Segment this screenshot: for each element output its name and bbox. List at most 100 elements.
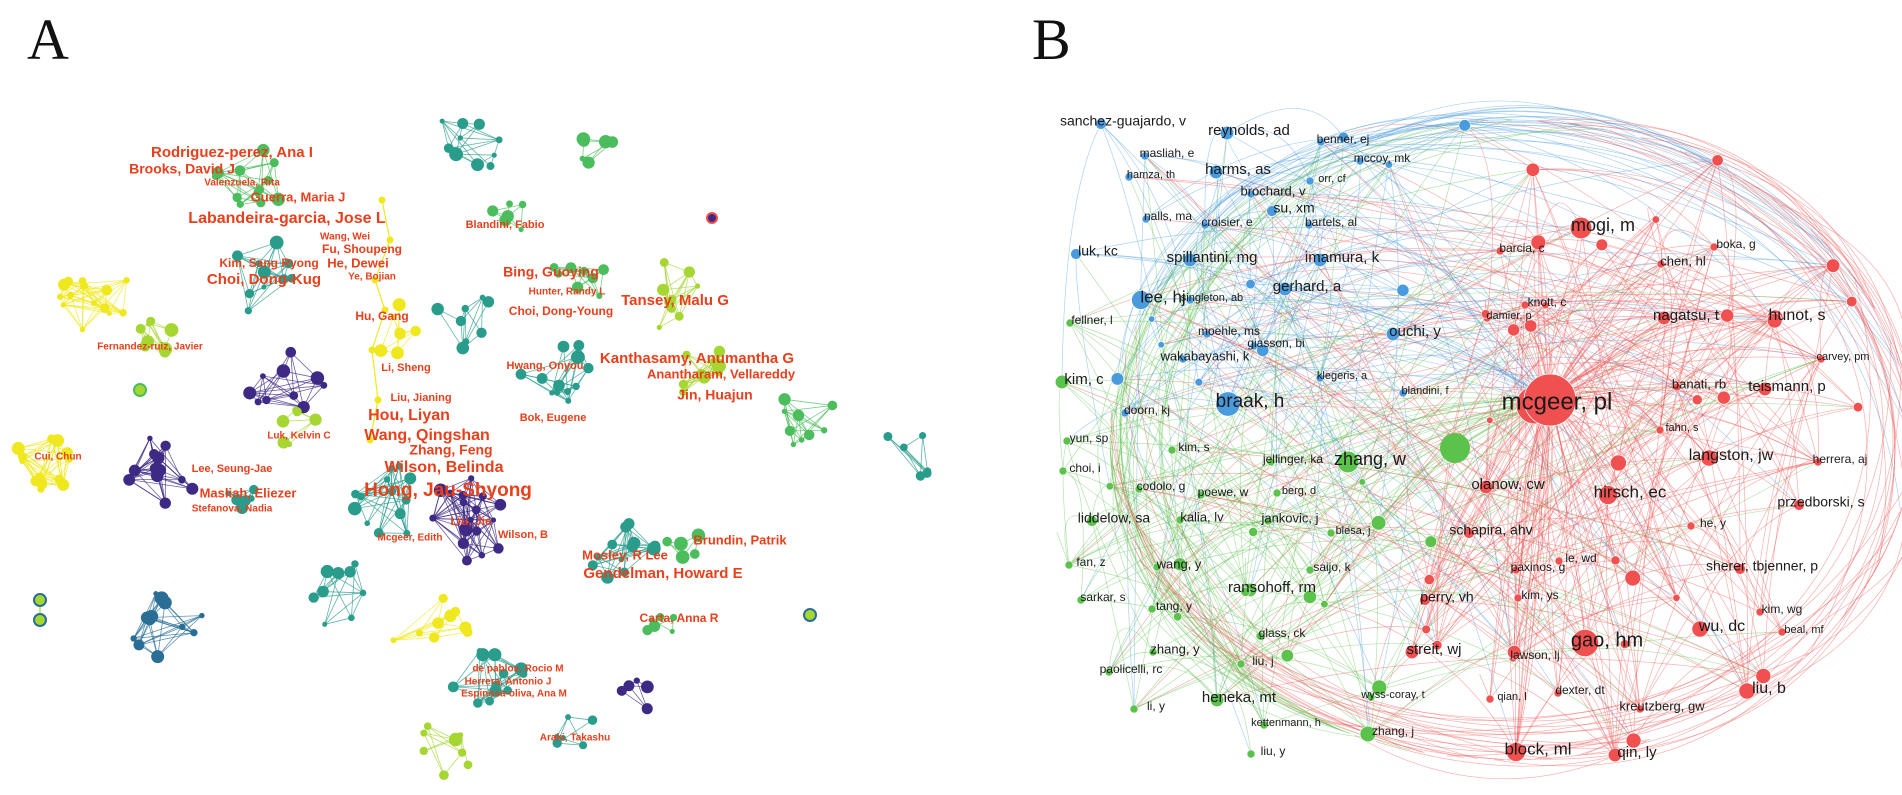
network-a-node	[371, 276, 379, 284]
network-b-edge	[1319, 160, 1361, 379]
network-a-node	[439, 770, 449, 781]
network-a-node	[659, 258, 669, 267]
network-b-edge	[1179, 564, 1265, 726]
network-b-label: fahn, s	[1665, 422, 1699, 434]
network-b-edge	[1062, 470, 1261, 637]
network-b-edge	[1558, 541, 1741, 570]
network-b-edge	[1425, 603, 1438, 646]
network-b-edge	[1249, 290, 1404, 591]
network-b-edge	[1256, 657, 1804, 747]
network-b-node	[1148, 647, 1158, 657]
network-a-node	[459, 498, 468, 507]
network-b-edge	[1108, 164, 1390, 673]
network-b-edge	[1138, 399, 1551, 490]
network-a-edge	[248, 263, 289, 312]
network-a-label: Choi, Dong-Kug	[207, 271, 321, 288]
network-b-edge	[1436, 313, 1486, 646]
network-b-edge	[1424, 388, 1766, 601]
network-b-edge	[1774, 320, 1819, 463]
network-a-node	[33, 613, 47, 627]
network-b-edge	[1284, 252, 1834, 290]
network-b-edge	[1132, 136, 1384, 571]
network-a-nodes	[11, 117, 932, 781]
network-b-edge	[1253, 336, 1551, 401]
network-a-node	[351, 489, 360, 499]
network-a-edge	[57, 440, 60, 480]
network-b-edge	[1679, 149, 1868, 652]
network-a-node	[471, 158, 485, 172]
network-a-node	[179, 623, 186, 631]
network-b-edge	[1240, 399, 1551, 665]
network-b-label: liu, j	[1252, 654, 1273, 668]
network-b-edge	[1061, 381, 1269, 522]
network-b-edge	[1068, 564, 1380, 688]
network-b-edge	[1276, 304, 1546, 494]
network-b-edge	[1320, 141, 1609, 496]
network-b-edge	[1601, 244, 1783, 633]
network-b-edge	[1144, 155, 1332, 534]
network-b-edge	[1319, 259, 1430, 580]
network-b-node	[1315, 373, 1325, 383]
network-b-edge	[1655, 219, 1665, 431]
network-b-edge	[1120, 119, 1512, 514]
network-b-edge	[1204, 172, 1311, 226]
network-b-edge	[1549, 160, 1718, 401]
network-b-edge	[1146, 573, 1362, 738]
network-a-edge	[63, 279, 127, 306]
network-b-edge	[1203, 224, 1246, 592]
network-b-node	[1266, 205, 1278, 217]
network-b-edge	[1424, 599, 1764, 677]
network-b-node	[1624, 569, 1641, 587]
network-b-edge	[1152, 494, 1202, 653]
network-a-edge	[678, 271, 690, 317]
network-a-node	[278, 274, 289, 284]
network-b-edge	[1370, 525, 1692, 735]
network-b-edge	[1308, 224, 1634, 579]
network-a-node	[37, 485, 45, 493]
network-b-edge	[1659, 429, 1764, 677]
network-a-edge	[466, 519, 494, 561]
network-b-edge	[1524, 304, 1819, 463]
network-b-edge	[1262, 349, 1764, 677]
network-b-edge	[1513, 329, 1527, 599]
network-b-node	[1140, 151, 1150, 161]
network-b-edge	[1109, 450, 1352, 734]
network-b-edge	[1606, 494, 1616, 756]
network-b-label: liu, b	[1752, 680, 1786, 697]
network-a-node	[553, 379, 565, 392]
network-b-edge	[1276, 492, 1633, 579]
network-a-node	[236, 200, 244, 208]
network-b-edge	[1171, 242, 1539, 451]
network-a-node	[58, 278, 71, 291]
network-b-edge	[1515, 317, 1665, 571]
network-b-edge	[1284, 266, 1404, 291]
network-a-node	[285, 346, 297, 358]
network-a-node	[594, 553, 602, 561]
network-b-edge	[1284, 288, 1692, 527]
network-b-node	[1421, 624, 1431, 635]
network-a-edge	[83, 285, 124, 314]
network-b-edge	[1424, 265, 1834, 601]
network-b-node	[1793, 499, 1805, 511]
network-b-node	[1259, 720, 1269, 730]
network-b-edge	[1124, 352, 1478, 760]
network-b-label: zhang, w	[1334, 449, 1407, 469]
network-a-node	[394, 327, 406, 340]
network-b-label: masliah, e	[1140, 146, 1195, 160]
network-b-node	[1240, 586, 1251, 597]
network-a-node	[431, 302, 444, 316]
network-b-edge	[1580, 227, 1641, 710]
network-a-label: He, Dewei	[327, 255, 388, 270]
network-b-edge	[1462, 121, 1901, 510]
network-b-edge	[1182, 171, 1219, 360]
network-b-edge	[1124, 412, 1372, 698]
network-a-node	[467, 516, 474, 523]
network-a-node	[381, 306, 389, 314]
network-b-edge	[1532, 169, 1551, 401]
network-a-node	[922, 468, 932, 478]
network-a-edge	[592, 564, 625, 573]
network-a-node	[827, 400, 838, 411]
network-b-edge	[1121, 163, 1308, 363]
network-b-edge	[1309, 180, 1710, 459]
